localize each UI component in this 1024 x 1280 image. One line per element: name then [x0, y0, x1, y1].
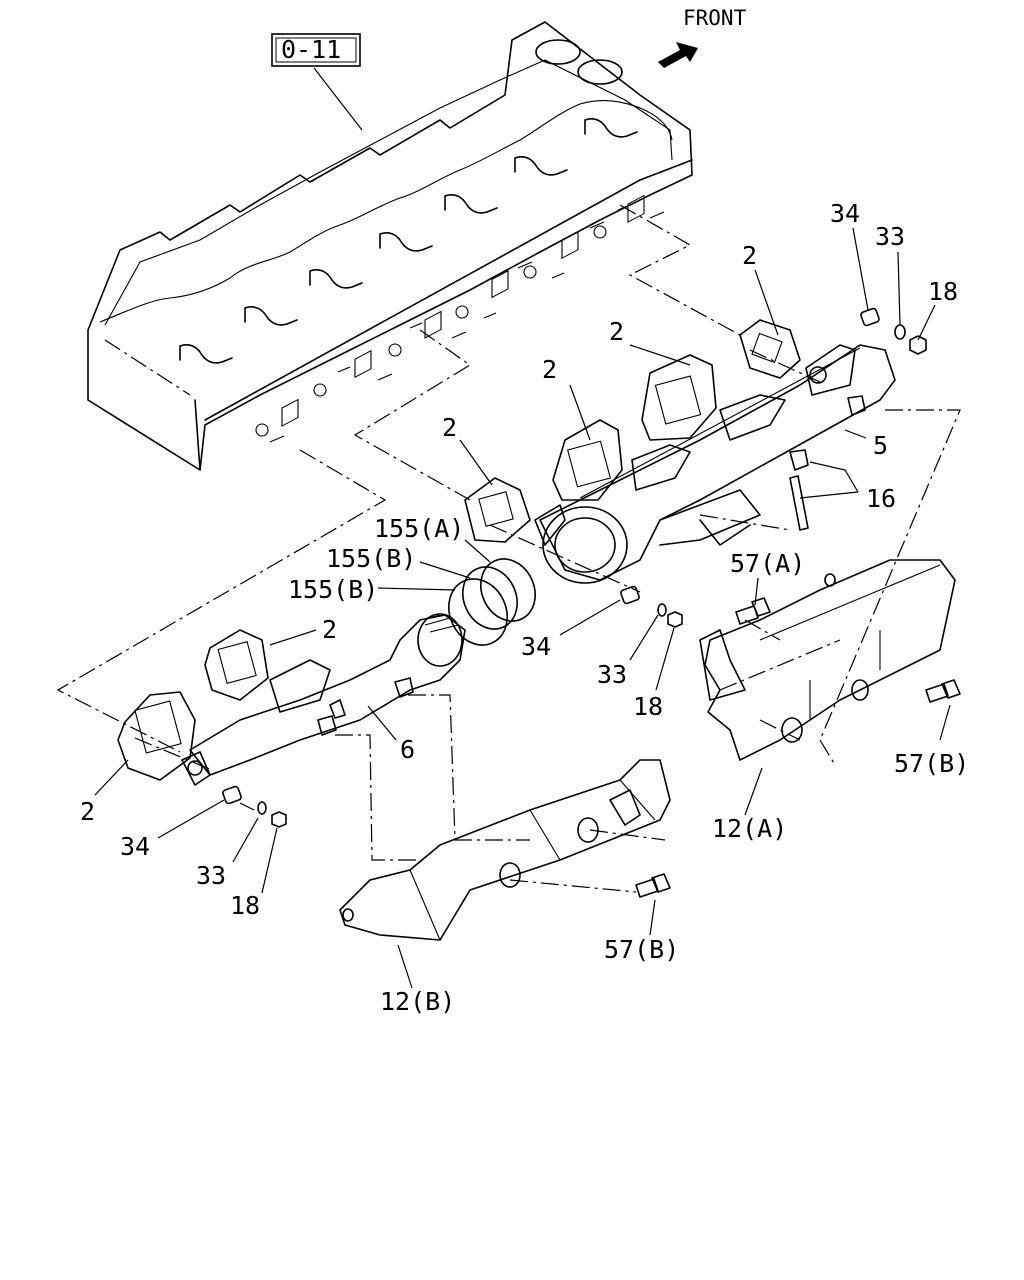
callout-2-gasket-4: 2	[442, 413, 457, 442]
assembly-lines	[56, 204, 961, 893]
callout-34-middle: 34	[521, 632, 551, 661]
callout-33-middle: 33	[597, 660, 627, 689]
gaskets	[117, 319, 801, 781]
cylinder-head	[87, 21, 693, 471]
callout-2-gasket-2: 2	[609, 317, 624, 346]
callouts: 34 33 18 2 2 2 2 5 16 155(A) 155(B) 155(…	[80, 199, 969, 1016]
callout-16-stud: 16	[866, 484, 896, 513]
callout-12a-heat-shield: 12(A)	[712, 814, 787, 843]
callout-18-lower: 18	[230, 891, 260, 920]
callout-2-gasket-5: 2	[322, 615, 337, 644]
seal-rings	[448, 558, 536, 646]
callout-2-gasket-1: 2	[742, 241, 757, 270]
callout-57a-bolt: 57(A)	[730, 549, 805, 578]
hardware	[222, 307, 961, 898]
callout-18-upper: 18	[928, 277, 958, 306]
callout-2-gasket-3: 2	[542, 355, 557, 384]
callout-18-middle: 18	[633, 692, 663, 721]
front-label: FRONT	[683, 6, 747, 30]
exhaust-manifold-rear	[534, 344, 896, 584]
heat-shield-b	[339, 759, 671, 941]
callout-155b-ring-1: 155(B)	[326, 544, 416, 573]
callout-33-upper: 33	[875, 222, 905, 251]
callout-34-lower: 34	[120, 832, 150, 861]
callout-2-gasket-6: 2	[80, 797, 95, 826]
front-arrow-icon	[658, 42, 698, 68]
callout-155b-ring-2: 155(B)	[288, 575, 378, 604]
callout-57b-bolt-lower: 57(B)	[604, 935, 679, 964]
ref-box-label: 0-11	[281, 35, 341, 64]
callout-34-upper: 34	[830, 199, 860, 228]
callout-6-manifold: 6	[400, 735, 415, 764]
exhaust-manifold-front	[181, 613, 466, 786]
ref-box-group: 0-11	[271, 33, 363, 131]
front-indicator: FRONT	[658, 6, 747, 68]
callout-33-lower: 33	[196, 861, 226, 890]
callout-5-manifold: 5	[873, 431, 888, 460]
heat-shield-a	[699, 559, 956, 761]
callout-155a-ring: 155(A)	[374, 514, 464, 543]
callout-12b-heat-shield: 12(B)	[380, 987, 455, 1016]
callout-57b-bolt-right: 57(B)	[894, 749, 969, 778]
leader-lines	[94, 227, 951, 989]
